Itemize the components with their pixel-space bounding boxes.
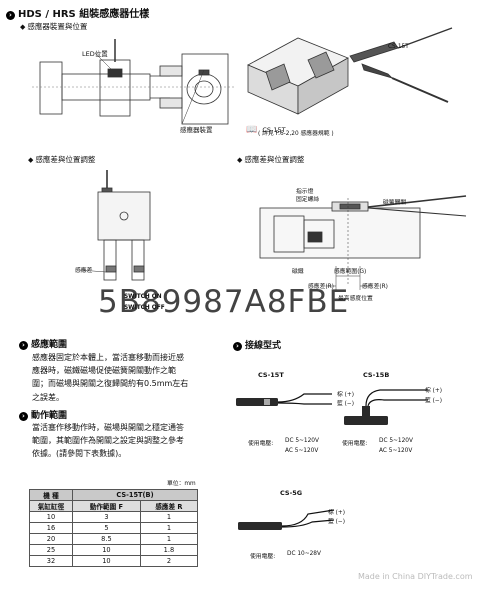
- footer-watermark: Made in China DIYTrade.com: [358, 572, 473, 581]
- arrow-bullet-icon: ›: [6, 11, 15, 20]
- section-heading-diff-left: ◆感應差與位置調整: [28, 155, 96, 164]
- table-header-range: 動作範圍 F: [72, 500, 141, 512]
- cs15t-reference: 📖 CS-15T: [246, 125, 286, 135]
- max-sensitivity-label: 最高感度位置: [338, 296, 373, 302]
- cs15t-brown-wire: 棕 (+): [337, 392, 355, 398]
- cs15b-ac: AC 5~120V: [379, 448, 413, 454]
- table-unit: 單位：mm: [167, 481, 196, 487]
- magnet-label: 磁鐵: [292, 269, 304, 275]
- diamond-bullet-icon: ◆: [20, 23, 26, 31]
- cs5g-dc: DC 10~28V: [287, 551, 321, 557]
- fixing-screw-label: 固定螺絲: [296, 197, 320, 203]
- cylinder-3d-diagram: [247, 27, 453, 115]
- table-header-diff: 感應差 R: [139, 500, 199, 512]
- cs15t-title: CS-15T: [258, 371, 284, 379]
- wiring-heading: ›接線型式: [233, 338, 281, 351]
- switch-on-label: SWITCH ON: [124, 294, 162, 300]
- action-range-heading: ›動作範圍: [19, 408, 67, 421]
- sensing-range-text: 感應器固定於本體上，當活塞移動而接近感應器時，磁鐵磁場促使磁簧開關動作之範圍；而…: [32, 353, 189, 402]
- sensor-device-label: 感應器裝置: [180, 126, 213, 134]
- section-heading-diff-right: ◆感應差與位置調整: [237, 155, 305, 164]
- led-position-label: LED位置: [82, 50, 108, 58]
- diamond-bullet-icon: ◆: [237, 156, 243, 164]
- cs15t-sensor-icon: [236, 393, 332, 406]
- sensing-range-g-label: 感應範圍(G): [334, 269, 367, 275]
- cs5g-title: CS-5G: [280, 489, 303, 497]
- sensing-diff-diagram-label: 感應差: [75, 268, 93, 274]
- cs15b-sensor-icon: [344, 389, 428, 425]
- section-heading-mount: ◆感應器裝置與位置: [20, 22, 88, 31]
- overlay-watermark: 5B89987A8FBE: [98, 284, 350, 320]
- book-icon: 📖: [246, 125, 258, 135]
- cs15t-blue-wire: 藍 (−): [337, 401, 355, 407]
- cs15b-title: CS-15B: [363, 371, 390, 379]
- table-header-product: CS-15T(B): [72, 489, 198, 501]
- arrow-bullet-icon: ›: [233, 342, 242, 351]
- cs5g-blue-wire: 藍 (−): [328, 519, 346, 525]
- mount-diagram: [32, 39, 235, 125]
- indicator-lamp-label: 指示燈: [296, 189, 314, 195]
- cs15t-dc: DC 5~120V: [285, 438, 319, 444]
- cs15b-voltage-label: 使用電壓:: [342, 441, 368, 447]
- sensing-diff-r-right-label: 感應差(R): [362, 284, 388, 290]
- cs15t-voltage-label: 使用電壓:: [248, 441, 274, 447]
- diamond-bullet-icon: ◆: [28, 156, 34, 164]
- table-subheader-row: 氣缸缸徑 動作範圍 F 感應差 R: [29, 500, 199, 512]
- sensing-range-heading: ›感應範圍: [19, 337, 67, 350]
- magnetic-switch-label: 磁簧開關: [383, 200, 407, 206]
- sensing-range-diagram: [259, 195, 467, 290]
- cs15b-brown-wire: 棕 (+): [425, 388, 443, 394]
- table-header-model: 機 種: [29, 489, 73, 501]
- gripper-sensing-diagram: [79, 170, 151, 281]
- table-header-row: 機 種 CS-15T(B): [29, 489, 198, 501]
- cs5g-sensor-icon: [238, 509, 335, 530]
- arrow-bullet-icon: ›: [19, 412, 28, 421]
- cs15b-blue-wire: 藍 (−): [425, 398, 443, 404]
- cs15b-dc: DC 5~120V: [379, 438, 413, 444]
- arrow-bullet-icon: ›: [19, 341, 28, 350]
- page-title: ›HDS / HRS 組裝感應器仕樣: [6, 5, 149, 20]
- cs5g-brown-wire: 棕 (+): [328, 510, 346, 516]
- cs15t-reference-detail: ( 詳見 P.6-2,20 感應器規範 ): [258, 131, 334, 137]
- action-range-text: 當活塞作移動作時，磁場與開關之穩定通答範圍，其範圍作為開關之設定與調整之參考依據…: [32, 423, 184, 459]
- cs15t-ac: AC 5~120V: [285, 448, 319, 454]
- sensing-diff-r-left-label: 感應差(R): [308, 284, 334, 290]
- cs5g-voltage-label: 使用電壓:: [250, 554, 276, 560]
- cs15t-tag-label: CS-15T: [388, 44, 409, 50]
- switch-off-label: SWITCH OFF: [124, 305, 165, 311]
- table-header-bore: 氣缸缸徑: [29, 500, 73, 512]
